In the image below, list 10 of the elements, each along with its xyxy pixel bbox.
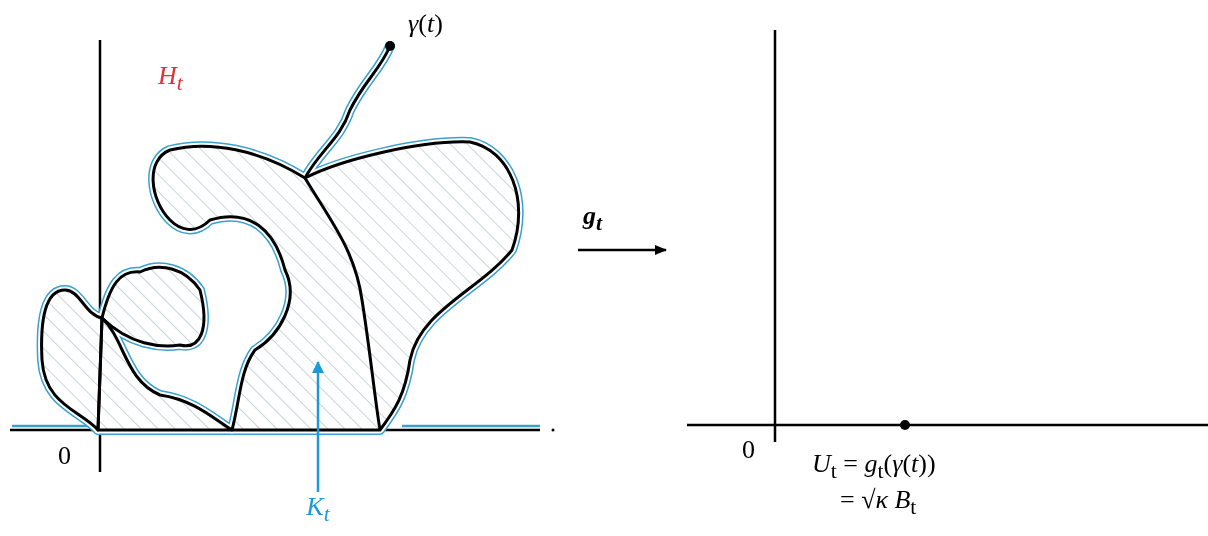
curve-tip-label: γ(t) <box>408 10 443 39</box>
arrow <box>312 361 324 492</box>
edge-label: g$_{t}$ <box>583 202 603 236</box>
hull-label: K$_{t}$ <box>298 492 338 532</box>
origin-label: 0 <box>742 436 755 465</box>
arrow <box>578 245 667 255</box>
region-label: H$_{t}$ <box>158 62 183 96</box>
formula-text: U$_{t}$ = g$_{t}$(γ(t)) <box>812 450 936 484</box>
origin-label: 0 <box>58 442 71 471</box>
formula-text: = √κ B$_{t}$ <box>840 486 917 520</box>
